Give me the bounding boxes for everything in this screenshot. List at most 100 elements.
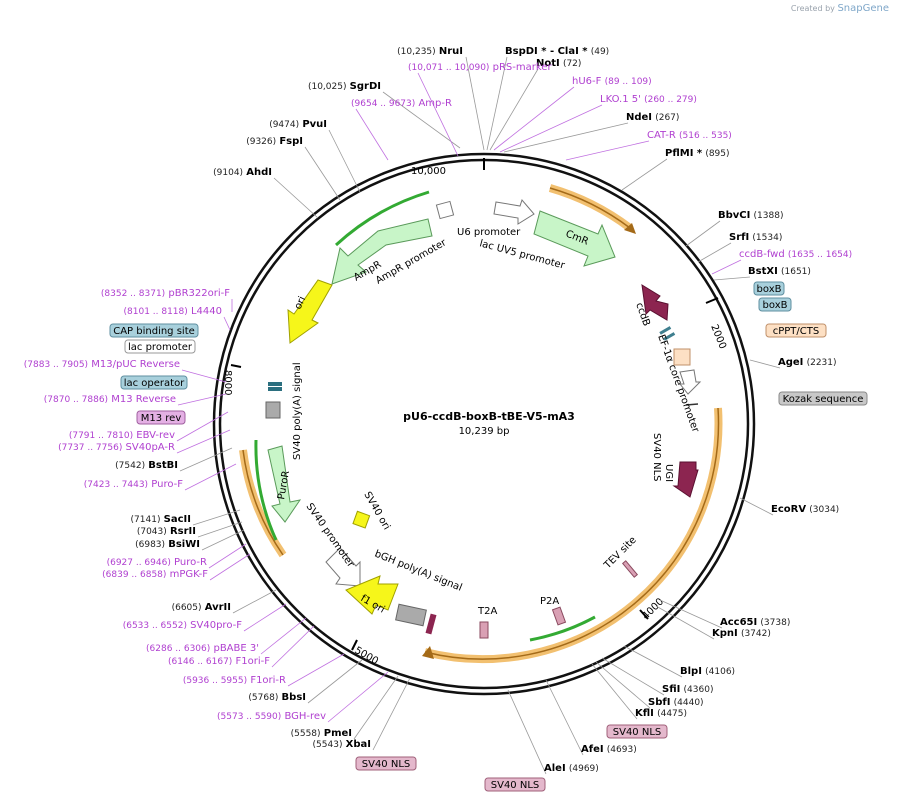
leader-line bbox=[465, 56, 485, 151]
site-name: BstXI bbox=[748, 266, 778, 277]
site-name: AfeI bbox=[581, 744, 604, 755]
site-name: XbaI bbox=[346, 739, 371, 750]
enzyme-site-label: AleI (4969) bbox=[544, 763, 599, 774]
leader-line bbox=[713, 276, 751, 281]
enzyme-site-label: NdeI (267) bbox=[626, 112, 679, 123]
feature-sv40-polya bbox=[265, 382, 282, 419]
site-position: (1651) bbox=[781, 267, 811, 277]
label-box-bg bbox=[606, 724, 668, 739]
enzyme-site-label: PflMI * (895) bbox=[665, 148, 730, 159]
primer-label: hU6-F (89 .. 109) bbox=[572, 76, 652, 87]
enzyme-site-label: (7043) RsrII bbox=[137, 526, 196, 537]
site-position: (8352 .. 8371) bbox=[101, 289, 165, 299]
plasmid-name: pU6-ccdB-boxB-tBE-V5-mA3 bbox=[403, 410, 575, 423]
feature-sv40-ori bbox=[352, 510, 371, 529]
snapgene-watermark: Created by SnapGene bbox=[791, 3, 889, 14]
leader-line bbox=[208, 543, 247, 569]
primer-label: (5936 .. 5955) F1ori-R bbox=[183, 675, 286, 686]
site-position: (5573 .. 5590) bbox=[217, 712, 281, 722]
leader-line bbox=[232, 589, 277, 614]
leader-line bbox=[565, 140, 650, 161]
site-name: Puro-F bbox=[151, 479, 183, 490]
primer-label: (6927 .. 6946) Puro-R bbox=[107, 557, 207, 568]
primer-label: (6839 .. 6858) mPGK-F bbox=[102, 569, 208, 580]
enzyme-site-label: Acc65I (3738) bbox=[720, 617, 790, 628]
site-name: BsiWI bbox=[168, 539, 200, 550]
site-name: SfiI bbox=[662, 684, 680, 695]
enzyme-site-label: SbfI (4440) bbox=[648, 697, 704, 708]
site-position: (10,235) bbox=[397, 47, 436, 57]
enzyme-site-label: (5543) XbaI bbox=[313, 739, 371, 750]
enzyme-site-label: (7141) SacII bbox=[131, 514, 191, 525]
feature-u6-promoter bbox=[493, 199, 535, 225]
leader-line bbox=[503, 122, 629, 153]
label-box-bg bbox=[109, 323, 199, 338]
site-name: BbsI bbox=[282, 692, 306, 703]
site-position: (5936 .. 5955) bbox=[183, 676, 247, 686]
label-box-bg bbox=[758, 297, 792, 312]
label-box-text: M13 rev bbox=[141, 413, 182, 424]
feature-ampr-arrow bbox=[331, 218, 433, 285]
enzyme-site-label: SrfI (1534) bbox=[729, 232, 782, 243]
site-name: F1ori-R bbox=[250, 675, 286, 686]
leader-line bbox=[697, 242, 732, 263]
enzyme-site-label: (9104) AhdI bbox=[213, 167, 272, 178]
primer-label: (7423 .. 7443) Puro-F bbox=[84, 479, 183, 490]
site-position: (6839 .. 6858) bbox=[102, 570, 166, 580]
feature-bgh-polya bbox=[395, 603, 427, 627]
site-name: Puro-R bbox=[174, 557, 207, 568]
leader-line bbox=[655, 605, 715, 640]
site-name: CAT-R bbox=[647, 130, 676, 141]
site-position: (895) bbox=[705, 149, 729, 159]
site-name: BstBI bbox=[148, 460, 178, 471]
feature-label-box: lac operator bbox=[120, 375, 188, 390]
feature-cpptcts bbox=[673, 348, 691, 366]
orf-arrow-main bbox=[422, 646, 434, 659]
site-position: (4969) bbox=[569, 764, 599, 774]
site-name: BbvCI bbox=[718, 210, 750, 221]
leader-line bbox=[685, 220, 721, 247]
primer-label: (8352 .. 8371) pBR322ori-F bbox=[101, 288, 230, 299]
label-lac-uv5: lac UV5 promoter bbox=[478, 238, 566, 272]
leader-line bbox=[176, 411, 229, 442]
site-name: BGH-rev bbox=[284, 711, 326, 722]
label-box-bg bbox=[120, 375, 188, 390]
leader-line bbox=[304, 146, 341, 201]
site-name: FspI bbox=[279, 136, 303, 147]
feature-cmr-arrow bbox=[533, 210, 616, 267]
label-box-text: boxB bbox=[757, 284, 782, 295]
leader-line bbox=[623, 645, 683, 678]
feature-sv40-promoter-arrow bbox=[325, 547, 361, 587]
site-name: RsrII bbox=[170, 526, 196, 537]
site-position: (10,025) bbox=[308, 82, 347, 92]
site-position: (6533 .. 6552) bbox=[123, 621, 187, 631]
site-position: (4693) bbox=[607, 745, 637, 755]
primer-label: (9654 .. 9673) Amp-R bbox=[351, 98, 452, 109]
feature-tev-site bbox=[621, 560, 639, 578]
label-box-text: lac promoter bbox=[128, 342, 193, 353]
leader-line bbox=[355, 108, 389, 161]
site-position: (49) bbox=[591, 47, 609, 57]
label-box-bg bbox=[484, 777, 546, 792]
site-name: M13/pUC Reverse bbox=[91, 359, 180, 370]
enzyme-site-label: (9474) PvuI bbox=[269, 119, 327, 130]
feature-label-box: SV40 NLS bbox=[484, 777, 546, 792]
site-name: NruI bbox=[439, 46, 463, 57]
enzyme-site-label: (10,025) SgrDI bbox=[308, 81, 381, 92]
site-position: (4440) bbox=[674, 698, 704, 708]
site-name: BlpI bbox=[680, 666, 702, 677]
feature-label-box: boxB bbox=[758, 297, 792, 312]
site-position: (4360) bbox=[684, 685, 714, 695]
site-position: (2231) bbox=[807, 358, 837, 368]
leader-line bbox=[749, 359, 781, 369]
feature-kozak bbox=[685, 403, 699, 406]
enzyme-site-label: (7542) BstBI bbox=[115, 460, 178, 471]
enzyme-site-label: (10,235) NruI bbox=[397, 46, 463, 57]
site-name: SacII bbox=[164, 514, 191, 525]
site-position: (6605) bbox=[172, 603, 202, 613]
feature-ori bbox=[287, 279, 333, 344]
leader-line bbox=[711, 259, 742, 275]
enzyme-site-label: KpnI (3742) bbox=[712, 628, 771, 639]
site-name: SgrDI bbox=[350, 81, 381, 92]
